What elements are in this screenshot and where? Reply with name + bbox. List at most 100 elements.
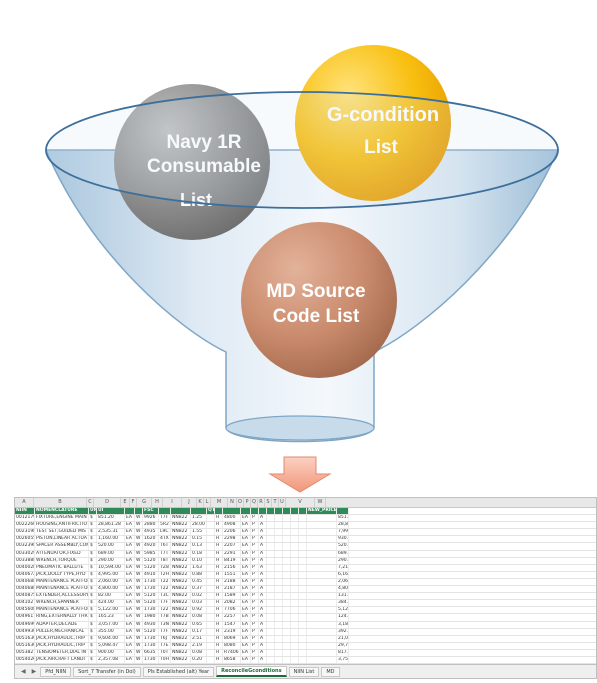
table-cell[interactable]: NN822 (171, 571, 191, 578)
table-cell[interactable] (215, 508, 223, 515)
table-cell[interactable] (207, 522, 215, 529)
table-cell[interactable] (283, 635, 291, 642)
table-cell[interactable] (299, 578, 307, 586)
table-cell[interactable] (291, 593, 299, 600)
table-cell[interactable]: EA (125, 649, 135, 656)
column-letter[interactable]: N (228, 498, 237, 507)
table-cell[interactable]: $ (89, 649, 97, 656)
table-cell[interactable]: W (135, 642, 143, 649)
table-cell[interactable]: 4,995.00 (97, 571, 125, 578)
table-cell[interactable]: NN822 (171, 543, 191, 550)
sheet-tab[interactable]: Pfd_NIIN (40, 666, 72, 677)
table-cell[interactable] (275, 508, 283, 515)
table-cell[interactable]: 21,000.00 (338, 635, 349, 642)
table-cell[interactable]: H (215, 600, 223, 607)
table-cell[interactable]: A (259, 656, 267, 664)
table-cell[interactable]: 004087599 (16, 593, 35, 600)
table-cell[interactable]: EA (125, 635, 135, 642)
table-cell[interactable]: 004102730 (16, 600, 35, 607)
table-cell[interactable]: EA (241, 515, 251, 522)
table-cell[interactable]: NN822 (171, 586, 191, 593)
table-cell[interactable]: 28,861.28 (97, 522, 125, 529)
column-letter[interactable]: J (182, 498, 197, 507)
table-cell[interactable] (307, 586, 337, 593)
table-cell[interactable]: EA (241, 529, 251, 536)
table-cell[interactable]: P (251, 571, 259, 578)
table-cell[interactable]: 004560850 (16, 607, 35, 614)
table-cell[interactable]: 0.20 (191, 656, 207, 664)
table-cell[interactable]: NN822 (171, 642, 191, 649)
table-cell[interactable] (283, 621, 291, 628)
table-cell[interactable]: NN822 (171, 607, 191, 614)
table-cell[interactable]: 004068884 (16, 578, 35, 586)
table-cell[interactable] (291, 656, 299, 664)
table-cell[interactable] (135, 508, 143, 515)
table-cell[interactable] (291, 508, 299, 515)
table-cell[interactable]: JACK,DOLLY TYPE,HYD (35, 571, 89, 578)
table-cell[interactable]: EA (125, 593, 135, 600)
table-cell[interactable]: $ (89, 614, 97, 621)
table-cell[interactable]: P (251, 642, 259, 649)
table-cell[interactable]: 0.17 (191, 628, 207, 635)
table-cell[interactable] (275, 571, 283, 578)
table-cell[interactable] (275, 522, 283, 529)
table-cell[interactable] (283, 536, 291, 543)
table-cell[interactable]: 004068884 (16, 586, 35, 593)
table-cell[interactable]: T6T (159, 543, 171, 550)
table-cell[interactable]: 0.88 (191, 571, 207, 578)
table-cell[interactable]: MAINTENANCE PLATFOR (36, 607, 89, 614)
table-cell[interactable]: A (259, 635, 267, 642)
table-cell[interactable] (307, 536, 337, 543)
table-cell[interactable]: P (251, 586, 259, 593)
table-cell[interactable]: 1620 (143, 536, 159, 543)
table-cell[interactable]: 002226048 (16, 522, 35, 529)
table-cell[interactable]: UI (97, 508, 125, 515)
table-cell[interactable] (275, 621, 283, 628)
table-cell[interactable] (207, 586, 215, 593)
table-cell[interactable] (275, 628, 283, 635)
table-cell[interactable]: P (251, 635, 259, 642)
table-cell[interactable]: EA (125, 550, 135, 557)
table-cell[interactable]: 355.00 (97, 628, 125, 635)
sheet-tab[interactable]: ReconcileGconditions (216, 666, 287, 677)
table-cell[interactable]: 002605521 (16, 536, 35, 543)
table-cell[interactable]: NN822 (171, 557, 191, 564)
table-cell[interactable]: T7T (159, 550, 171, 557)
table-cell[interactable]: H (215, 621, 223, 628)
column-letter[interactable]: F (130, 498, 137, 507)
table-cell[interactable]: P (251, 515, 259, 522)
table-cell[interactable] (241, 508, 251, 515)
column-letter[interactable]: I (163, 498, 182, 507)
table-cell[interactable]: $ (89, 571, 97, 578)
table-cell[interactable]: H (215, 635, 223, 642)
table-cell[interactable]: 0.18 (191, 550, 207, 557)
table-cell[interactable]: 689.00 (338, 550, 349, 557)
table-cell[interactable]: H (215, 543, 223, 550)
table-cell[interactable] (307, 522, 337, 529)
table-cell[interactable]: RING,EXTERNALLY THR (36, 614, 89, 621)
table-cell[interactable] (291, 515, 299, 522)
table-cell[interactable]: P (251, 614, 259, 621)
table-cell[interactable] (291, 564, 299, 571)
table-cell[interactable] (307, 614, 337, 621)
table-cell[interactable] (307, 550, 337, 557)
table-cell[interactable] (275, 557, 283, 564)
table-cell[interactable] (267, 522, 275, 529)
table-cell[interactable]: 5120 (143, 557, 159, 564)
table-cell[interactable]: EA (125, 600, 135, 607)
sheet-tab[interactable]: Pls Established (alt) Year (142, 666, 215, 677)
table-cell[interactable]: W (135, 543, 143, 550)
table-cell[interactable]: 1980 (143, 614, 159, 621)
table-cell[interactable]: 2,357.08 (97, 656, 125, 664)
column-letter[interactable]: O (237, 498, 244, 507)
table-cell[interactable]: 7Z8 (159, 564, 171, 571)
table-cell[interactable]: A (259, 557, 267, 564)
table-cell[interactable]: EA (125, 571, 135, 578)
table-cell[interactable] (207, 642, 215, 649)
table-cell[interactable] (283, 564, 291, 571)
table-cell[interactable]: 2319 (223, 628, 241, 635)
table-cell[interactable] (307, 543, 337, 550)
table-cell[interactable] (283, 656, 291, 664)
table-cell[interactable]: ADAPTER,DECADE (35, 621, 89, 628)
table-cell[interactable]: 6,168.00 (338, 571, 349, 578)
